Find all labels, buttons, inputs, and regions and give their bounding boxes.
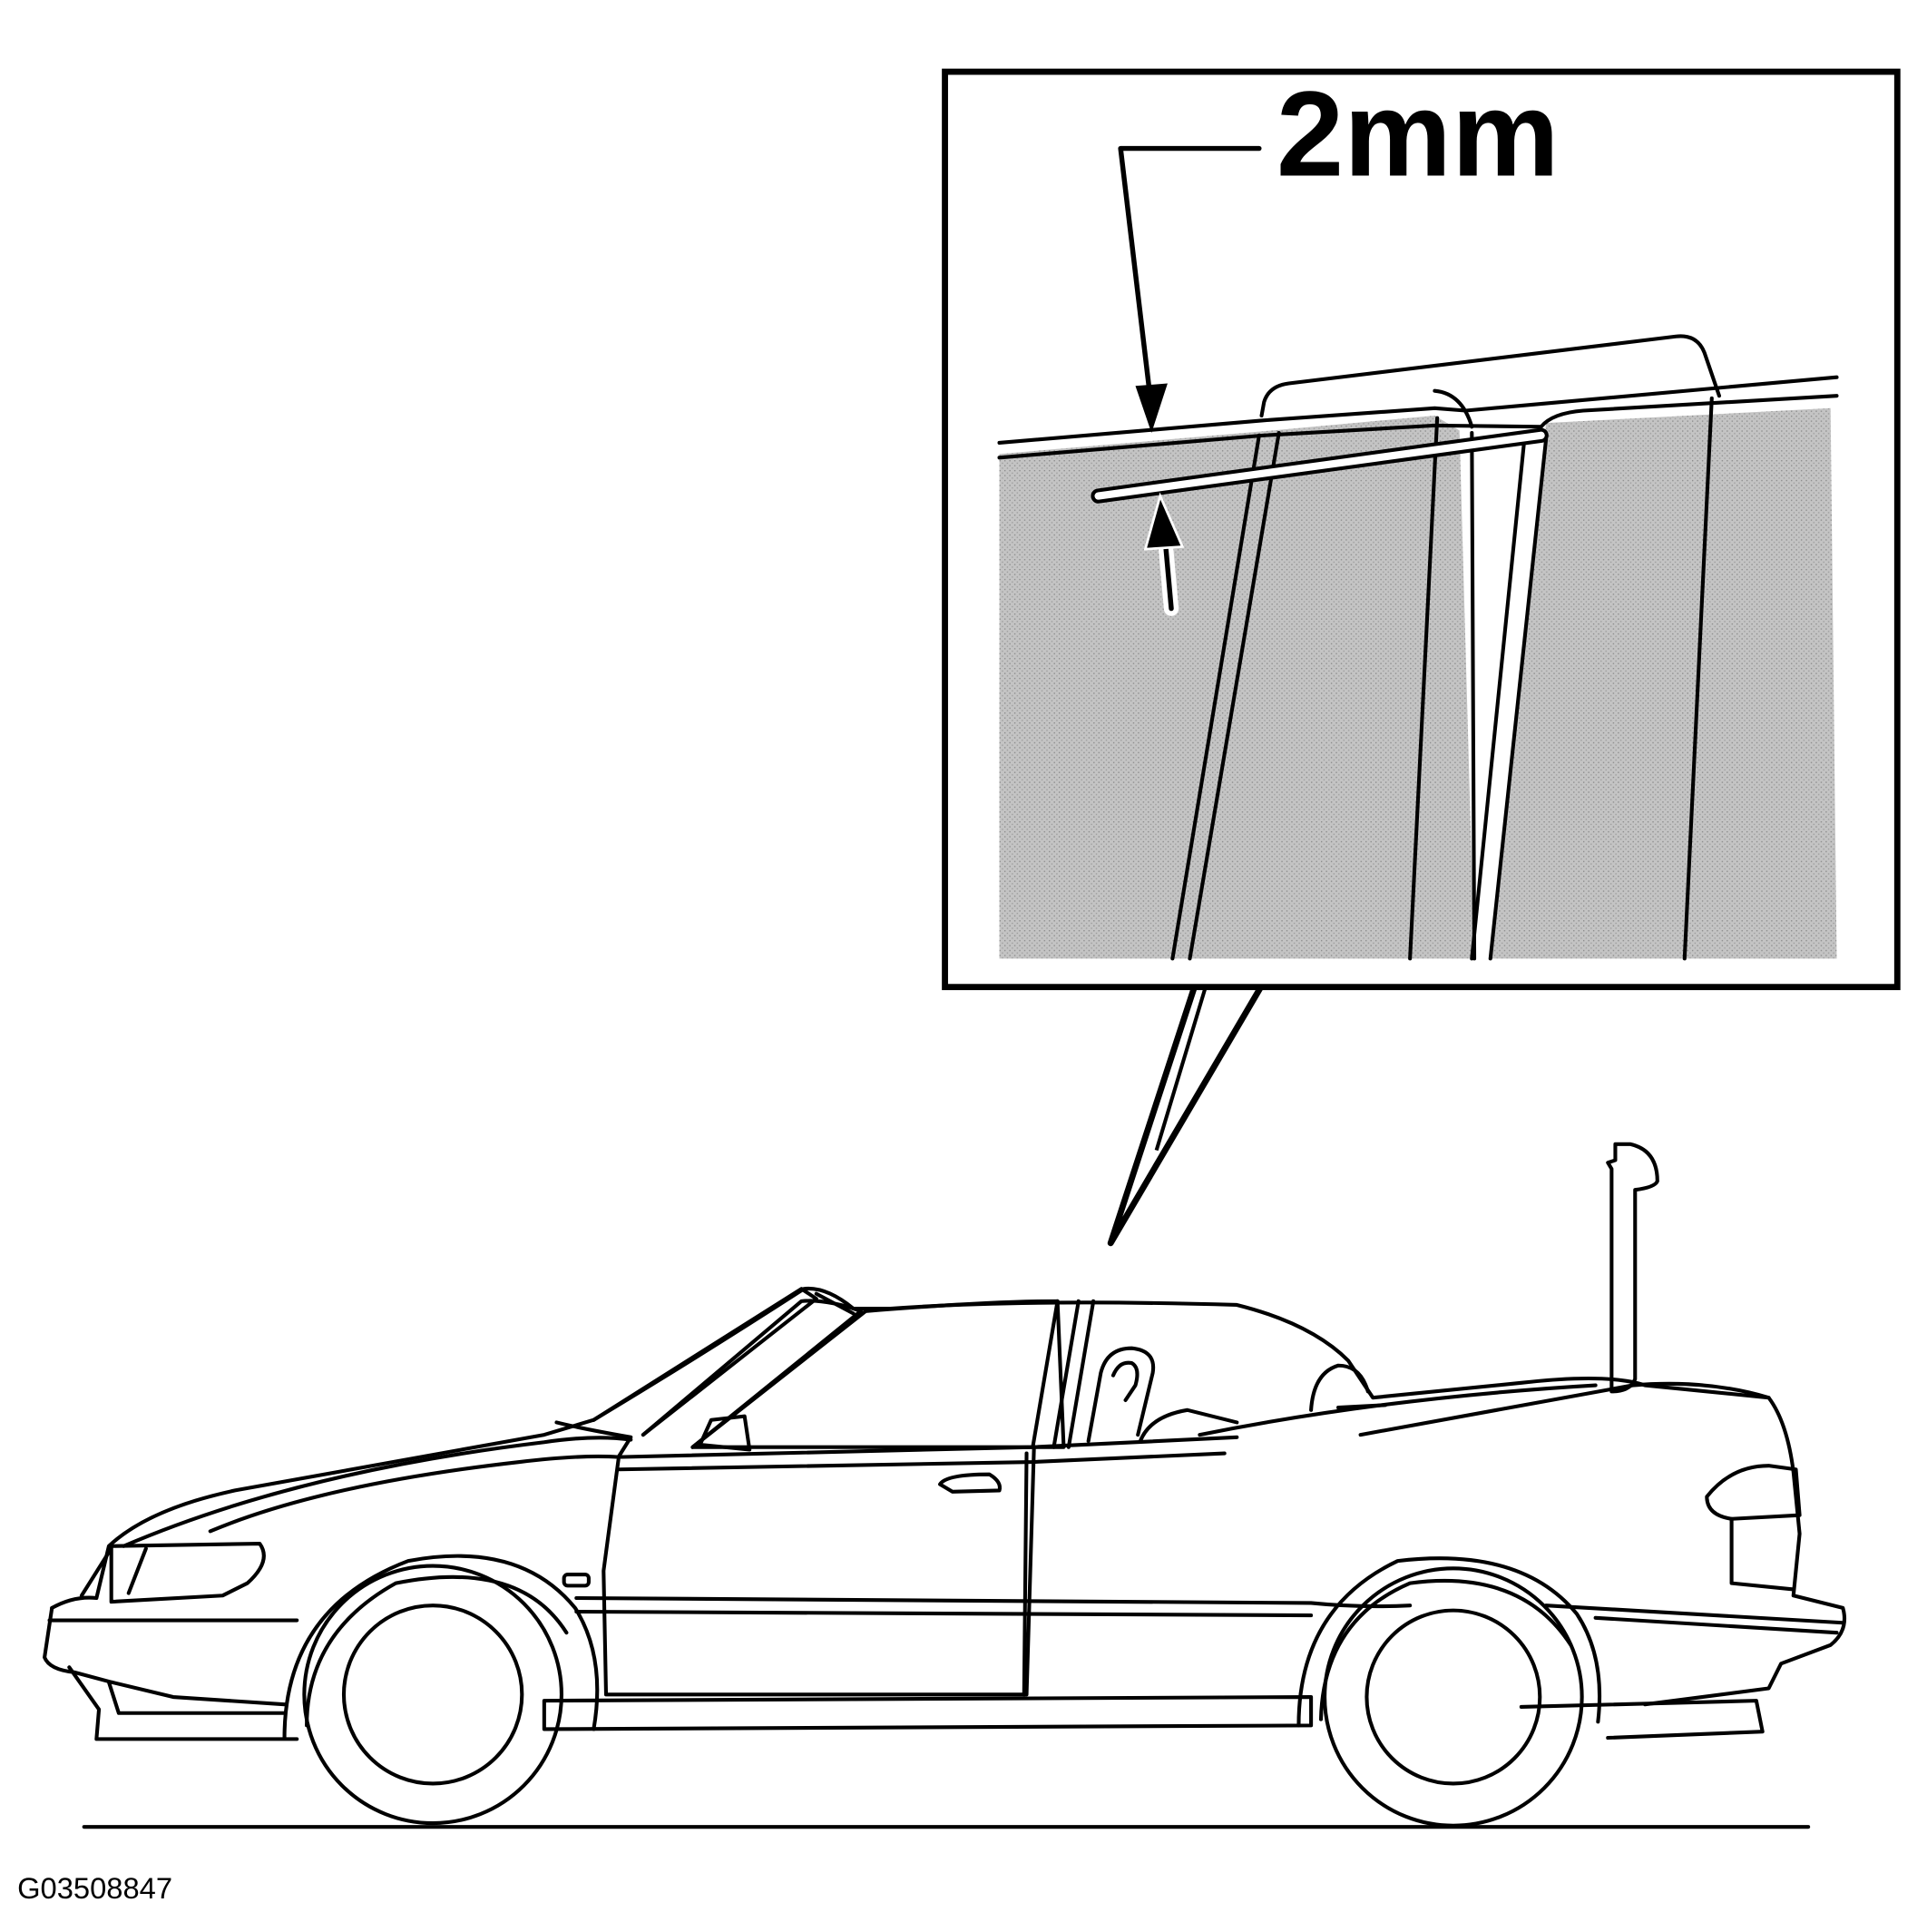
front-wheel-arch [282, 1554, 600, 1741]
figure-id: G03508847 [17, 1871, 172, 1905]
detail-inset: 2mm [942, 67, 1901, 1247]
rear-antenna [1606, 1142, 1659, 1394]
rear-wheel-arch [1296, 1556, 1602, 1728]
front-wheel-rim [341, 1603, 524, 1786]
rear-wheel-rim [1365, 1608, 1542, 1786]
dimension-leader-top [1118, 145, 1262, 434]
front-tire [302, 1564, 563, 1826]
callout-pointer [1107, 982, 1265, 1247]
inset-content [997, 334, 1839, 961]
dimension-arrow-bottom [1143, 492, 1185, 616]
window-glass-rear [1490, 407, 1837, 959]
rear-tire [1323, 1566, 1584, 1828]
dimension-label: 2mm [1277, 67, 1560, 202]
car-illustration [43, 1142, 1847, 1829]
